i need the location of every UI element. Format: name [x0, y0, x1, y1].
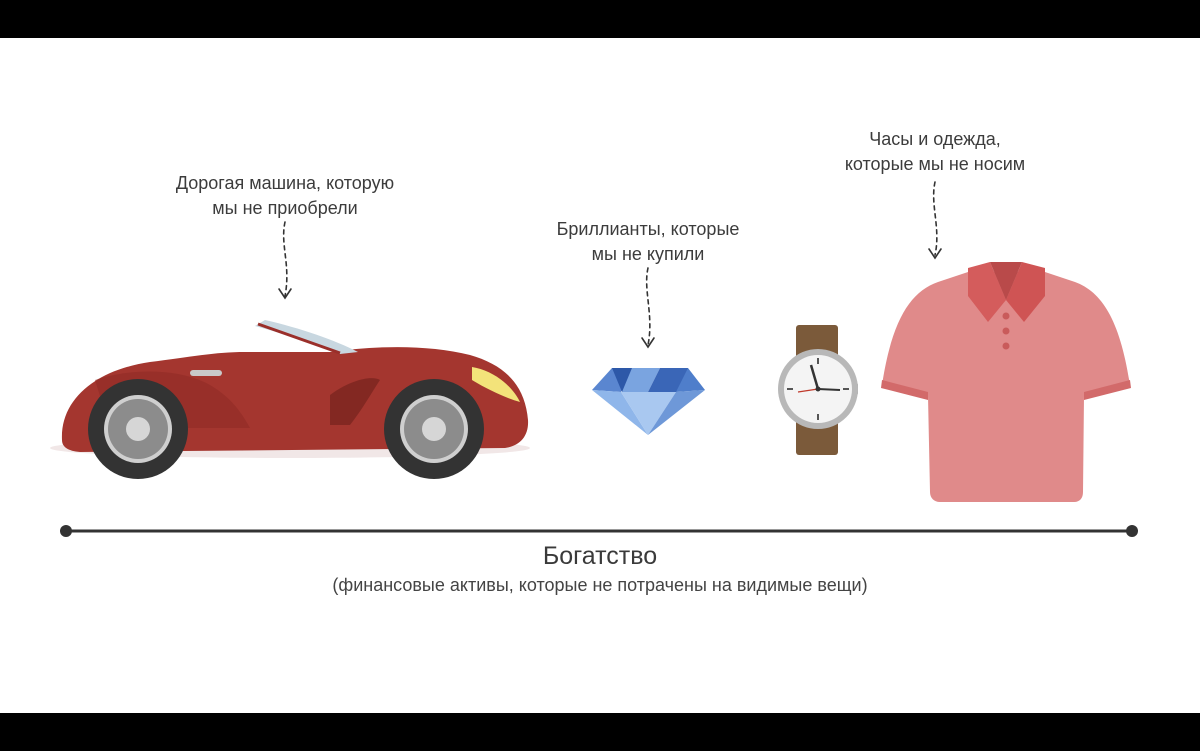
letterbox-bottom [0, 713, 1200, 751]
clothes-caption: Часы и одежда, которые мы не носим [785, 127, 1085, 177]
shirt-icon [881, 262, 1131, 502]
clothes-arrow-head [928, 248, 942, 260]
axis-subtitle: (финансовые активы, которые не потрачены… [332, 575, 868, 595]
watch-icon [778, 325, 858, 455]
car-caption: Дорогая машина, которую мы не приобрели [120, 171, 450, 221]
diamond-caption-line-2: мы не купили [591, 244, 705, 264]
diamond-arrow [645, 267, 651, 346]
car-arrow [282, 221, 288, 297]
letterbox-top [0, 0, 1200, 38]
car-icon [50, 320, 530, 479]
clothes-arrow [932, 181, 938, 256]
car-caption-line-2: мы не приобрели [212, 198, 358, 218]
diamond-icon [592, 368, 705, 435]
axis-title: Богатство [542, 542, 658, 570]
clothes-caption-line-2: которые мы не носим [844, 154, 1026, 174]
diamond-caption: Бриллианты, которые мы не купили [498, 217, 798, 267]
wealth-axis [60, 525, 1138, 537]
diamond-caption-line-1: Бриллианты, которые [556, 219, 740, 239]
clothes-caption-line-1: Часы и одежда, [869, 129, 1001, 149]
car-arrow-head [278, 288, 292, 300]
axis-end-dot [1126, 525, 1138, 537]
axis-start-dot [60, 525, 72, 537]
diamond-arrow-head [641, 337, 655, 349]
car-caption-line-1: Дорогая машина, которую [175, 173, 395, 193]
